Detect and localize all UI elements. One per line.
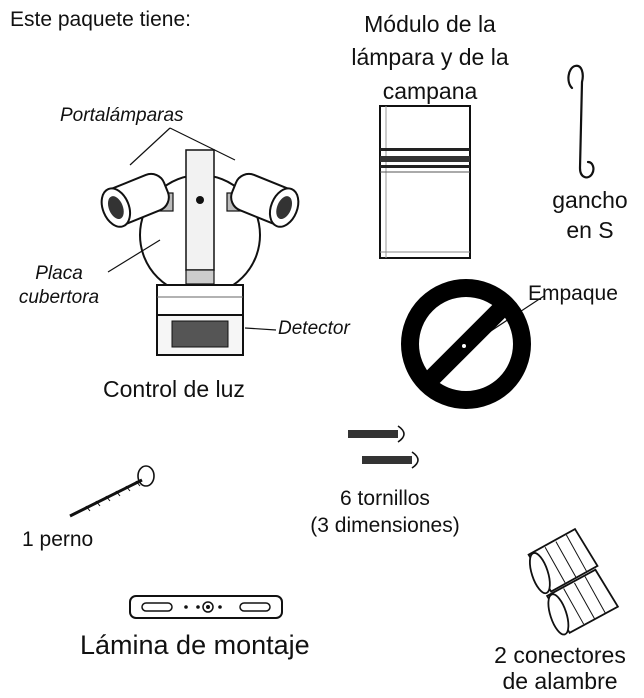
lamp-module-illustration (379, 105, 471, 259)
s-hook-label: gancho en S (535, 186, 644, 246)
light-control-caption: Control de luz (103, 376, 245, 402)
s-hook-label-line2: en S (566, 216, 614, 243)
screws-label-line1: 6 tornillos (340, 487, 430, 510)
gasket-label: Empaque (528, 282, 618, 305)
cover-plate-callout-line1: Placa (35, 263, 83, 284)
wire-connectors-label: 2 conectores de alambre (476, 642, 644, 695)
wire-connectors-illustration (527, 527, 620, 636)
s-hook-icon (567, 64, 595, 179)
wire-connectors-label-line2: de alambre (502, 668, 618, 695)
bolt-label: 1 perno (22, 528, 94, 551)
lamp-module-label-line3: campana (382, 77, 478, 104)
cover-plate-callout: Placa cubertora (4, 262, 114, 310)
screws-illustration (348, 425, 419, 469)
gasket-illustration (401, 279, 531, 409)
mounting-plate-label: Lámina de montaje (80, 630, 310, 660)
screws-label-line2: (3 dimensiones) (310, 514, 460, 538)
s-hook-label-line1: gancho (552, 187, 628, 213)
light-control-illustration (100, 149, 300, 356)
bolt-illustration (69, 465, 155, 518)
mounting-plate-illustration (129, 595, 283, 619)
wire-connectors-label-line1: 2 conectores (494, 642, 626, 668)
screws-label: 6 tornillos (3 dimensiones) (290, 485, 480, 540)
page-title: Este paquete tiene: (10, 8, 191, 31)
lamp-module-label: Módulo de la lámpara y de la campana (320, 8, 540, 108)
lamp-module-label-line1: Módulo de la (364, 11, 496, 37)
detector-callout: Detector (278, 318, 350, 339)
lamp-holders-callout: Portalámparas (60, 105, 184, 126)
cover-plate-callout-line2: cubertora (18, 286, 100, 308)
lamp-module-label-line2: lámpara y de la (351, 44, 509, 71)
